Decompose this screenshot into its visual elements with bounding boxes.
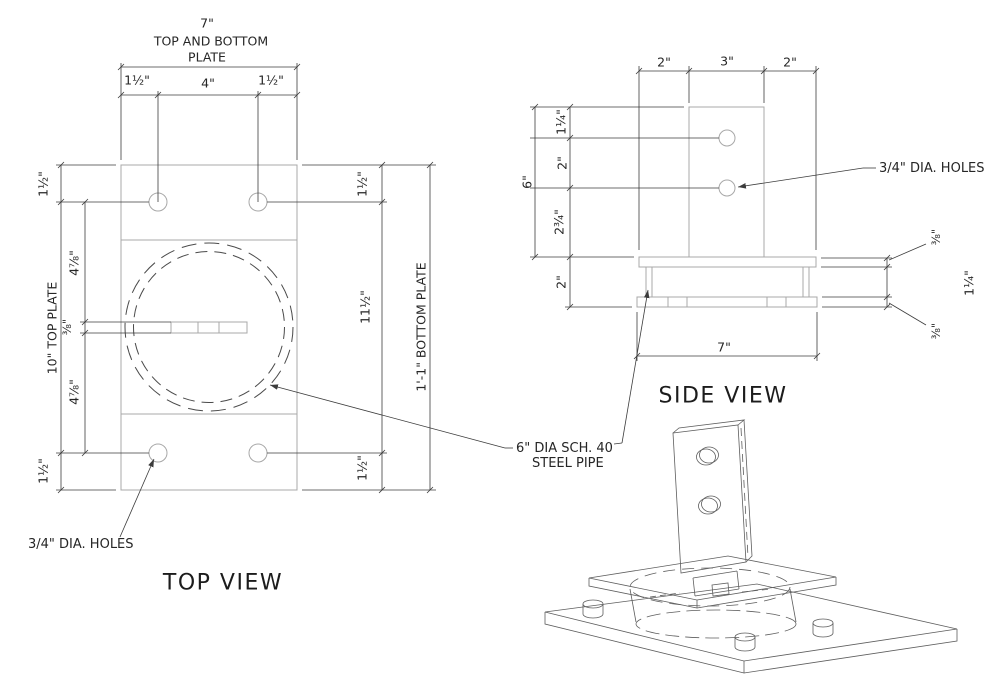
dim-bottom-plate-thickness: ⅜"	[929, 322, 943, 340]
dim-hole-spacing: 4"	[201, 75, 215, 91]
dim-slot-thickness: ⅜"	[60, 318, 74, 336]
top-view-title: TOP VIEW	[162, 570, 284, 596]
top-view-width-dim: 7"	[200, 15, 214, 31]
dim-right-edge-bottom: 1½"	[354, 455, 370, 481]
top-view-holes-note: 3/4" DIA. HOLES	[28, 537, 134, 552]
dim-top-plate-thickness: ⅜"	[929, 228, 943, 246]
dim-hole-to-slot-bottom: 4⅞"	[66, 379, 82, 405]
dim-top-to-hole: 1¼"	[553, 109, 569, 135]
dim-base-width: 7"	[717, 339, 731, 355]
pipe-note-leaders	[269, 289, 650, 449]
isometric-view-wireframe	[544, 419, 958, 674]
dim-top-right-margin: 1½"	[258, 72, 284, 88]
side-view-plate-outline	[636, 106, 818, 308]
dim-top-plate-length: 10" TOP PLATE	[44, 281, 60, 375]
pipe-note-line1: 6" DIA SCH. 40	[516, 441, 613, 456]
dim-pipe-ring-height: 1¼"	[961, 270, 977, 296]
dim-plate-height: 6"	[519, 175, 535, 189]
dim-hole-to-base: 2¾"	[551, 209, 567, 235]
dim-right-edge-top: 1½"	[354, 171, 370, 197]
dim-hole-to-slot-top: 4⅞"	[66, 250, 82, 276]
top-view-width-note2: PLATE	[188, 49, 226, 65]
top-view-pipe-hidden-circles	[124, 242, 294, 412]
dim-side-right-span: 2"	[783, 54, 797, 70]
dim-bottom-plate-length: 1'-1" BOTTOM PLATE	[413, 262, 429, 392]
dim-hole-row-spacing: 11½"	[357, 290, 373, 324]
top-view-dimensions	[56, 63, 436, 538]
top-view-width-note1: TOP AND BOTTOM	[153, 33, 269, 49]
dim-side-plate-width: 3"	[720, 53, 734, 69]
dim-side-left-span: 2"	[657, 54, 671, 70]
dim-left-edge-bottom: 1½"	[35, 458, 51, 484]
dim-base-height: 2"	[553, 275, 569, 289]
dim-left-edge-top: 1½"	[35, 171, 51, 197]
top-view-plate-outline	[120, 164, 298, 491]
dim-top-left-margin: 1½"	[124, 72, 150, 88]
side-view-dimensions	[530, 66, 927, 361]
side-view-title: SIDE VIEW	[658, 383, 788, 409]
dim-hole-to-hole: 2"	[554, 156, 570, 170]
side-view-holes-note: 3/4" DIA. HOLES	[879, 161, 985, 176]
pipe-note-line2: STEEL PIPE	[532, 456, 604, 471]
